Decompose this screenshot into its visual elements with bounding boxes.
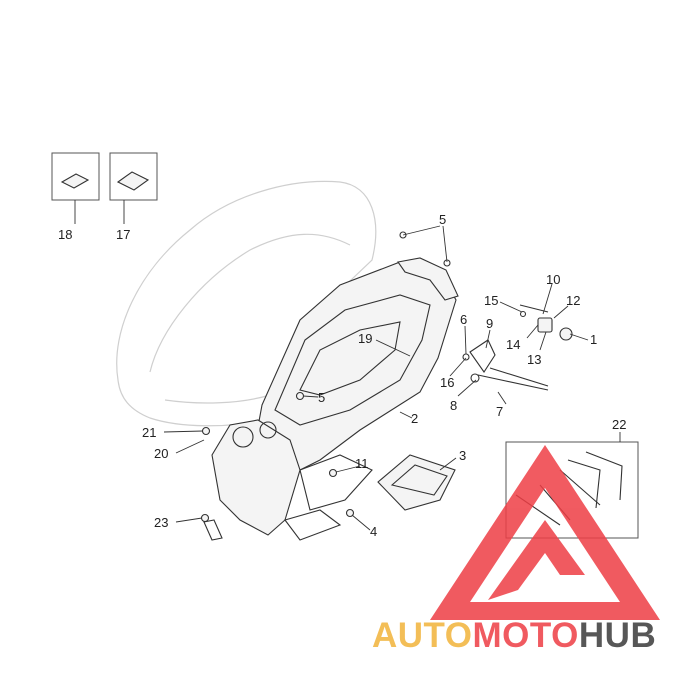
callout-16: 16 <box>440 375 454 390</box>
callout-2: 2 <box>411 411 418 426</box>
callout-11: 11 <box>355 456 369 471</box>
callout-numbers: 18 17 5 10 15 12 1 14 13 6 9 16 8 7 19 5… <box>58 212 626 539</box>
seat-lock-assembly <box>519 304 573 341</box>
callout-21: 21 <box>142 425 156 440</box>
seat-outline <box>116 180 377 427</box>
callout-12: 12 <box>566 293 580 308</box>
callout-15: 15 <box>484 293 498 308</box>
battery-cover <box>377 454 456 511</box>
seat-lock-cable <box>462 339 549 391</box>
callout-3: 3 <box>459 448 466 463</box>
callout-7: 7 <box>496 404 503 419</box>
callout-4: 4 <box>370 524 377 539</box>
callout-22: 22 <box>612 417 626 432</box>
callout-5-mid: 5 <box>318 390 325 405</box>
callout-1: 1 <box>590 332 597 347</box>
callout-17: 17 <box>116 227 130 242</box>
callout-5-top: 5 <box>439 212 446 227</box>
callout-8: 8 <box>450 398 457 413</box>
callout-20: 20 <box>154 446 168 461</box>
callout-13: 13 <box>527 352 541 367</box>
watermark-logo: AUTOMOTOHUB <box>372 445 660 655</box>
callout-23: 23 <box>154 515 168 530</box>
logo-triangle-mark <box>430 445 660 620</box>
callout-6: 6 <box>460 312 467 327</box>
callout-10: 10 <box>546 272 560 287</box>
callout-9: 9 <box>486 316 493 331</box>
callout-18: 18 <box>58 227 72 242</box>
screws <box>200 391 355 541</box>
leader-lines <box>74 200 621 531</box>
rear-bracket <box>397 231 459 301</box>
clip-box-17 <box>109 152 158 201</box>
callout-19: 19 <box>358 331 372 346</box>
under-seat-compartment <box>211 261 457 541</box>
callout-14: 14 <box>506 337 520 352</box>
clip-box-18 <box>51 152 100 201</box>
logo-text: AUTOMOTOHUB <box>372 616 656 655</box>
